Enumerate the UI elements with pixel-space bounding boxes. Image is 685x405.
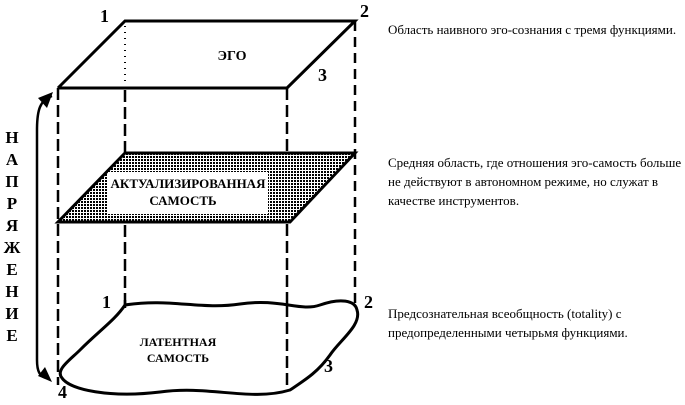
- ego-box: [56, 19, 359, 390]
- tension-label: Н А П Р Я Ж Е Н И Е: [4, 128, 21, 345]
- tension-letter: Е: [6, 260, 17, 279]
- tension-arrow: [35, 92, 53, 382]
- ego-label: ЭГО: [218, 49, 247, 64]
- tension-letter: Н: [5, 282, 18, 301]
- latent-self-label-line1: ЛАТЕНТНАЯ: [140, 335, 217, 349]
- corner-number-bottom-3: 3: [324, 356, 333, 376]
- corner-number-bottom-4: 4: [58, 382, 67, 402]
- actualized-self-label-line1: АКТУАЛИЗИРОВАННАЯ: [111, 176, 267, 191]
- tension-letter: Ж: [4, 238, 21, 257]
- description-bottom: Предсознательная всеобщность (totality) …: [388, 306, 628, 340]
- tension-letter: И: [5, 304, 18, 323]
- tension-letter: Е: [6, 326, 17, 345]
- actualized-self-plane: [54, 151, 359, 224]
- corner-number-top-3: 3: [318, 65, 327, 85]
- latent-self-label-line2: САМОСТЬ: [147, 351, 209, 365]
- actualized-self-label-line2: САМОСТЬ: [149, 193, 216, 208]
- corner-number-bottom-2: 2: [364, 292, 373, 312]
- tension-letter: А: [6, 150, 19, 169]
- corner-number-top-1: 1: [100, 6, 109, 26]
- description-top: Область наивного эго-сознания с тремя фу…: [388, 22, 677, 37]
- latent-self-blob: [58, 299, 360, 396]
- tension-letter: Р: [7, 194, 17, 213]
- tension-letter: Н: [5, 128, 18, 147]
- corner-number-top-2: 2: [360, 1, 369, 21]
- tension-letter: Я: [6, 216, 18, 235]
- corner-number-bottom-1: 1: [102, 292, 111, 312]
- description-middle: Средняя область, где отношения эго-самос…: [388, 155, 682, 208]
- tension-letter: П: [5, 172, 18, 191]
